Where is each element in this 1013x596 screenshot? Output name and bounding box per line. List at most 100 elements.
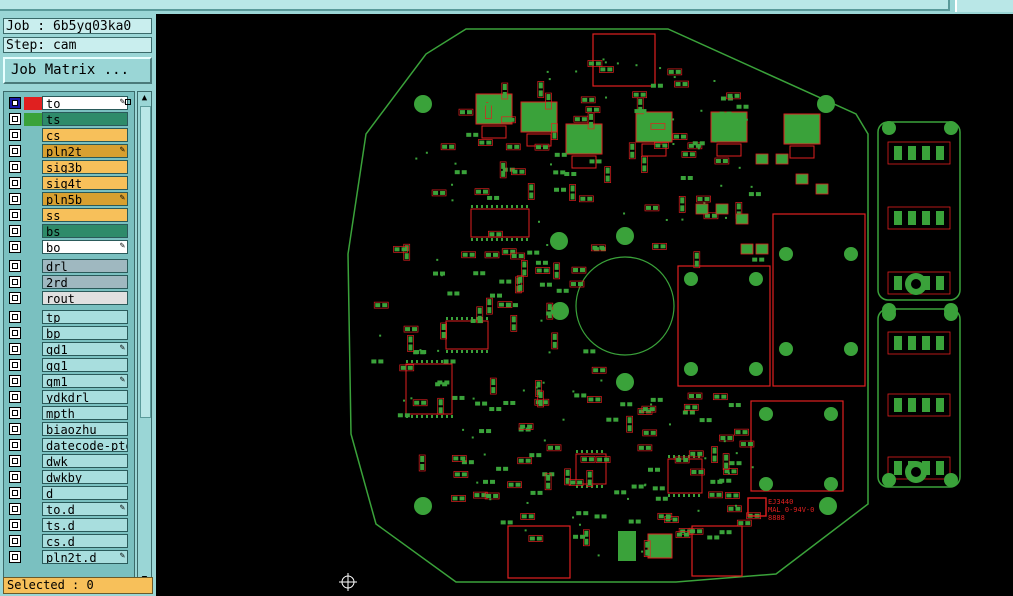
layer-checkbox[interactable]: [9, 161, 21, 173]
layer-name[interactable]: pln5b: [42, 192, 128, 206]
layer-name[interactable]: gg1: [42, 358, 128, 372]
layer-checkbox[interactable]: [9, 193, 21, 205]
layer-checkbox[interactable]: [9, 407, 21, 419]
layer-row-bp[interactable]: bp: [6, 326, 132, 341]
layer-checkbox[interactable]: [9, 343, 21, 355]
layer-checkbox[interactable]: [9, 471, 21, 483]
layer-name[interactable]: ss: [42, 208, 128, 222]
layer-name[interactable]: datecode-pto: [42, 438, 128, 452]
layer-checkbox[interactable]: [9, 276, 21, 288]
layer-row-2rd[interactable]: 2rd: [6, 275, 132, 290]
job-matrix-button[interactable]: Job Matrix ...: [3, 57, 152, 84]
smd-pad: [378, 359, 384, 364]
layer-row-pln5b[interactable]: pln5b✎: [6, 192, 132, 207]
layer-checkbox[interactable]: [9, 241, 21, 253]
layer-checkbox[interactable]: [9, 359, 21, 371]
scrollbar-thumb[interactable]: [140, 106, 151, 418]
layer-checkbox[interactable]: [9, 439, 21, 451]
layer-row-ts[interactable]: ts: [6, 112, 132, 127]
layer-row-gm1[interactable]: gm1✎: [6, 374, 132, 389]
layer-name[interactable]: ydkdrl: [42, 390, 128, 404]
layer-row-to[interactable]: to✎: [6, 96, 132, 111]
layer-row-dwk[interactable]: dwk: [6, 454, 132, 469]
layer-row-rout[interactable]: rout: [6, 291, 132, 306]
layer-name[interactable]: mpth: [42, 406, 128, 420]
layer-row-ts.d[interactable]: ts.d: [6, 518, 132, 533]
layer-name[interactable]: d: [42, 486, 128, 500]
layer-row-biaozhu[interactable]: biaozhu: [6, 422, 132, 437]
layer-row-gd1[interactable]: gd1✎: [6, 342, 132, 357]
layer-checkbox[interactable]: [9, 292, 21, 304]
layer-name[interactable]: cs.d: [42, 534, 128, 548]
layer-name[interactable]: dwk: [42, 454, 128, 468]
layer-name[interactable]: biaozhu: [42, 422, 128, 436]
layer-checkbox[interactable]: [9, 177, 21, 189]
layer-row-ydkdrl[interactable]: ydkdrl: [6, 390, 132, 405]
layer-checkbox[interactable]: [9, 487, 21, 499]
layer-list-scrollbar[interactable]: ▲ ▼: [137, 91, 152, 587]
layer-row-sig3b[interactable]: sig3b: [6, 160, 132, 175]
toolbar-right-button[interactable]: [955, 0, 1013, 12]
command-field[interactable]: [0, 0, 950, 11]
layer-name[interactable]: pln2t: [42, 144, 128, 158]
layer-name[interactable]: drl: [42, 259, 128, 273]
layer-row-tp[interactable]: tp: [6, 310, 132, 325]
layer-row-to.d[interactable]: to.d✎: [6, 502, 132, 517]
layer-row-dwkby[interactable]: dwkby: [6, 470, 132, 485]
layer-checkbox[interactable]: [9, 375, 21, 387]
layer-checkbox[interactable]: [9, 113, 21, 125]
layer-checkbox[interactable]: [9, 551, 21, 563]
layer-checkbox[interactable]: [9, 225, 21, 237]
layer-name[interactable]: tp: [42, 310, 128, 324]
layer-name[interactable]: gd1: [42, 342, 128, 356]
layer-row-pln2t[interactable]: pln2t✎: [6, 144, 132, 159]
layer-row-sig4t[interactable]: sig4t: [6, 176, 132, 191]
scroll-up-icon[interactable]: ▲: [141, 93, 148, 103]
smd-pad: [716, 492, 722, 497]
layer-checkbox[interactable]: [9, 503, 21, 515]
layer-name[interactable]: dwkby: [42, 470, 128, 484]
layer-color-swatch[interactable]: [24, 113, 42, 126]
layer-checkbox[interactable]: [9, 327, 21, 339]
layer-row-bo[interactable]: bo✎: [6, 240, 132, 255]
layer-name[interactable]: bp: [42, 326, 128, 340]
layer-name[interactable]: cs: [42, 128, 128, 142]
smd-pad: [404, 245, 409, 252]
layer-checkbox[interactable]: [9, 423, 21, 435]
layer-checkbox[interactable]: [9, 455, 21, 467]
layer-name[interactable]: bs: [42, 224, 128, 238]
layer-checkbox[interactable]: [9, 535, 21, 547]
layer-row-pln2t.d[interactable]: pln2t.d✎: [6, 550, 132, 565]
layer-row-d[interactable]: d: [6, 486, 132, 501]
layer-row-drl[interactable]: drl: [6, 259, 132, 274]
smd-pad: [442, 144, 448, 149]
layer-color-swatch[interactable]: [24, 97, 42, 110]
layer-row-bs[interactable]: bs: [6, 224, 132, 239]
layer-name[interactable]: to.d: [42, 502, 128, 516]
layer-name[interactable]: ts: [42, 112, 128, 126]
layer-name[interactable]: to: [42, 96, 128, 110]
layer-checkbox[interactable]: [9, 391, 21, 403]
layer-name[interactable]: sig3b: [42, 160, 128, 174]
layer-row-datecode-pto[interactable]: datecode-pto: [6, 438, 132, 453]
layer-name[interactable]: sig4t: [42, 176, 128, 190]
layer-row-gg1[interactable]: gg1: [6, 358, 132, 373]
layer-checkbox[interactable]: [9, 97, 21, 109]
layer-name[interactable]: bo: [42, 240, 128, 254]
layer-checkbox[interactable]: [9, 519, 21, 531]
layer-row-ss[interactable]: ss: [6, 208, 132, 223]
layer-checkbox[interactable]: [9, 311, 21, 323]
layer-name[interactable]: pln2t.d: [42, 550, 128, 564]
layer-name[interactable]: gm1: [42, 374, 128, 388]
layer-row-cs.d[interactable]: cs.d: [6, 534, 132, 549]
layer-row-cs[interactable]: cs: [6, 128, 132, 143]
layer-name[interactable]: 2rd: [42, 275, 128, 289]
layer-checkbox[interactable]: [9, 209, 21, 221]
layer-name[interactable]: ts.d: [42, 518, 128, 532]
layer-checkbox[interactable]: [9, 129, 21, 141]
layer-checkbox[interactable]: [9, 260, 21, 272]
layer-name[interactable]: rout: [42, 291, 128, 305]
layer-checkbox[interactable]: [9, 145, 21, 157]
layer-row-mpth[interactable]: mpth: [6, 406, 132, 421]
